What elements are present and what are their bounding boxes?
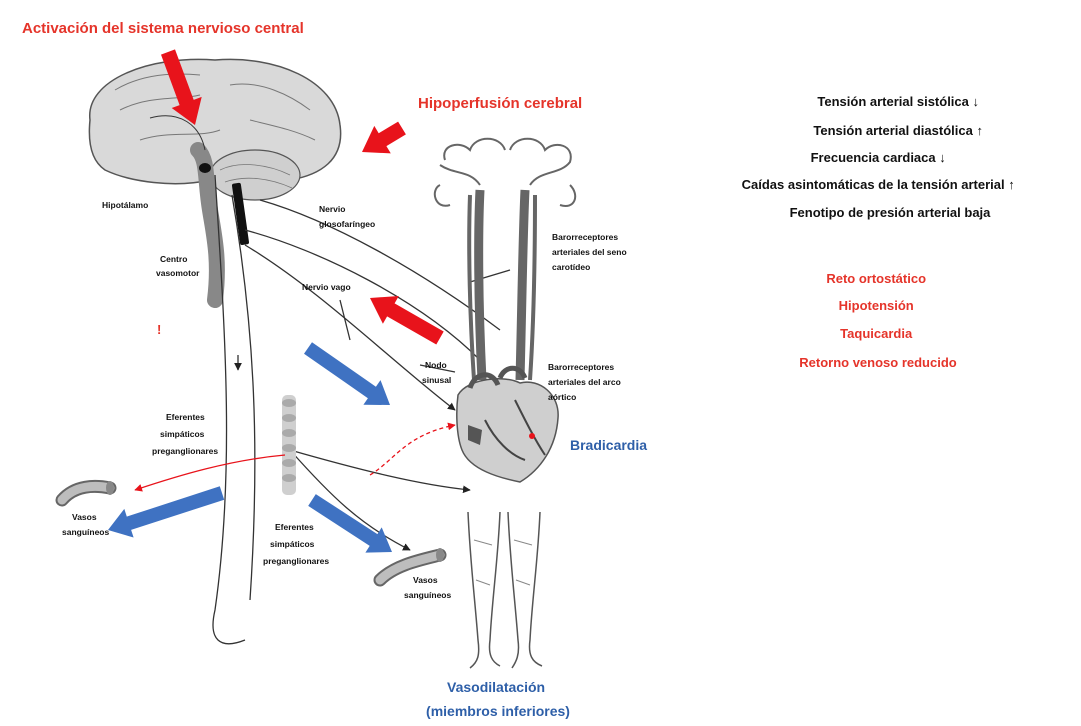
stray-mark: !: [157, 322, 161, 337]
outcome-bradycardia: Bradicardia: [570, 437, 647, 453]
blue-arrow-to-heart: [304, 342, 390, 405]
sympathetic-chain: [282, 395, 296, 495]
challenge-item: Hipotensión: [839, 298, 914, 313]
label-aortic-baroreceptors: Barorreceptores arteriales del arco aórt…: [548, 362, 623, 402]
label-sinus-node: Nodo sinusal: [422, 360, 451, 385]
label-glossopharyngeal-nerve: Nervio glosofaríngeo: [319, 204, 375, 229]
finding-item: Tensión arterial diastólica ↑: [813, 123, 983, 138]
label-blood-vessels-bottom: Vasos sanguíneos: [404, 575, 452, 600]
sympathetic-efferent-arrow-to-heart: [370, 425, 455, 475]
finding-item: Tensión arterial sistólica ↓: [817, 94, 979, 109]
carotid-vessels-illustration: [435, 139, 575, 380]
label-carotid-baroreceptors: Barorreceptores arteriales del seno caro…: [552, 232, 629, 272]
finding-item: Fenotipo de presión arterial baja: [790, 205, 992, 220]
finding-item: Caídas asintomáticas de la tensión arter…: [742, 177, 1015, 192]
outcome-vasodilation: Vasodilatación (miembros inferiores): [426, 679, 570, 719]
label-vasomotor-center: Centro vasomotor: [156, 254, 200, 278]
challenge-item: Reto ortostático: [826, 271, 926, 286]
label-blood-vessels-left: Vasos sanguíneos: [62, 512, 110, 537]
challenge-item: Retorno venoso reducido: [799, 355, 957, 370]
orthostatic-challenge-list: Reto ortostático Hipotensión Taquicardia…: [799, 271, 957, 370]
challenge-item: Taquicardia: [840, 326, 913, 341]
blue-arrow-to-bottom-vessel: [308, 494, 392, 552]
legs-illustration: [468, 512, 542, 668]
red-arrow-cerebral-hypoperfusion: [362, 122, 406, 154]
title-cns-activation: Activación del sistema nervioso central: [22, 20, 304, 37]
finding-item: Frecuencia cardiaca ↓: [811, 150, 946, 165]
blue-arrow-to-left-vessel: [108, 486, 224, 537]
label-vagus-nerve: Nervio vago: [302, 282, 351, 292]
heart-illustration: [457, 368, 558, 482]
label-hypothalamus: Hipotálamo: [102, 200, 148, 210]
label-preganglionic-efferents-left: Eferentes simpáticos preganglionares: [152, 412, 218, 456]
blood-vessel-left: [62, 481, 114, 500]
title-cerebral-hypoperfusion: Hipoperfusión cerebral: [418, 95, 582, 112]
sympathetic-efferent-arrow-to-vessel: [135, 455, 285, 490]
label-preganglionic-efferents-bottom: Eferentes simpáticos preganglionares: [263, 522, 329, 566]
findings-list: Tensión arterial sistólica ↓ Tensión art…: [742, 94, 1019, 220]
